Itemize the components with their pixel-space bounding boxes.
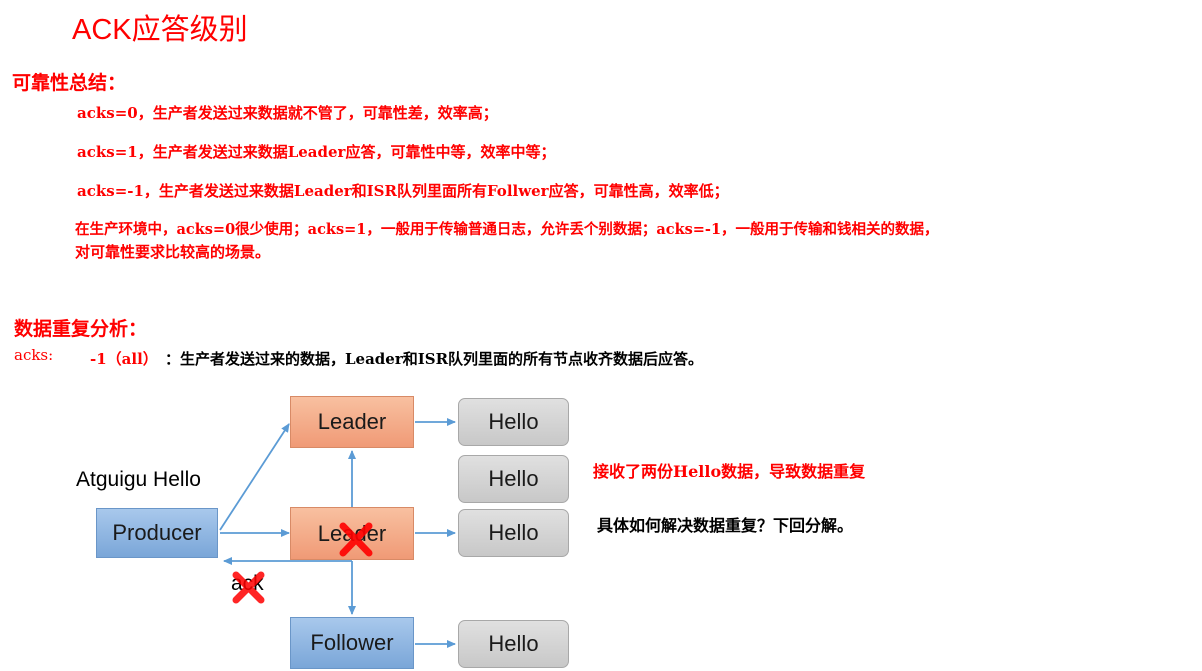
arrow-producer-to-leader xyxy=(219,423,290,531)
acks0-line: acks=0，生产者发送过来数据就不管了，可靠性差，效率高； xyxy=(77,104,498,122)
leader-failure-cross-icon xyxy=(339,522,373,557)
hello-box-3: Hello xyxy=(458,509,569,557)
duplication-heading: 数据重复分析： xyxy=(14,318,148,340)
acks-label: acks: xyxy=(14,346,54,364)
acks-description: ：生产者发送过来的数据，Leader和ISR队列里面的所有节点收齐数据后应答。 xyxy=(165,350,704,368)
follower-box: Follower xyxy=(290,617,414,669)
next-episode-note: 具体如何解决数据重复？下回分解。 xyxy=(597,516,854,535)
producer-box: Producer xyxy=(96,508,218,558)
hello-box-2: Hello xyxy=(458,455,569,503)
hello-box-1: Hello xyxy=(458,398,569,446)
leader-box-top: Leader xyxy=(290,396,414,448)
acks1-line: acks=1，生产者发送过来数据Leader应答，可靠性中等，效率中等； xyxy=(77,143,556,161)
page-title: ACK应答级别 xyxy=(72,14,248,46)
hello-box-4: Hello xyxy=(458,620,569,668)
acks-value: -1（all） xyxy=(90,350,158,368)
duplicate-note: 接收了两份Hello数据，导致数据重复 xyxy=(593,462,866,481)
reliability-heading: 可靠性总结： xyxy=(12,72,127,94)
production-note-line2: 对可靠性要求比较高的场景。 xyxy=(75,243,271,261)
production-note-line1: 在生产环境中，acks=0很少使用；acks=1，一般用于传输普通日志，允许丢个… xyxy=(75,221,939,238)
ack-failure-cross-icon xyxy=(232,571,265,604)
acks-neg1-line: acks=-1，生产者发送过来数据Leader和ISR队列里面所有Follwer… xyxy=(77,182,729,200)
producer-caption: Atguigu Hello xyxy=(76,468,201,491)
